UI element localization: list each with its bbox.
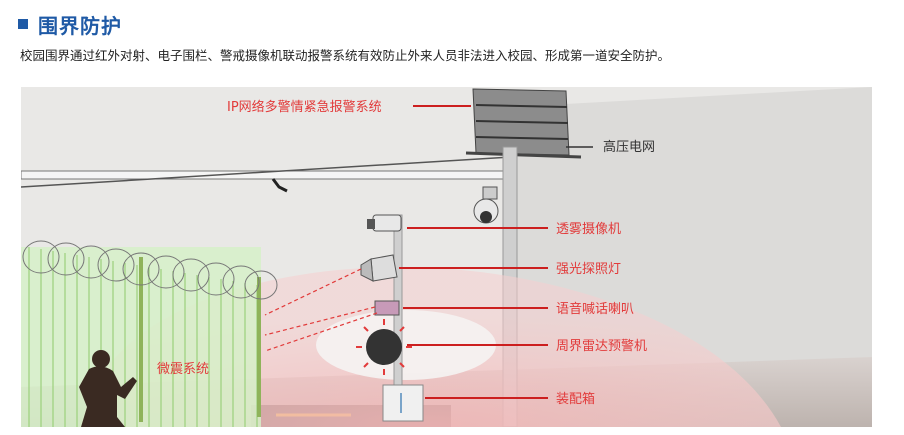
vibration-label: 微震系统 [157,362,209,377]
fog-camera-icon [367,214,402,232]
radar-unit-icon [356,319,412,375]
perimeter-diagram: IP网络多警情紧急报警系统 高压电网 透雾摄像机 强光探照灯 语音喊话喇叭 周界… [21,87,872,427]
cabinet-icon [382,384,424,422]
searchlight-label: 强光探照灯 [556,262,621,277]
perimeter-fence [21,240,278,427]
radar-disc [316,310,496,380]
fog-camera-label: 透雾摄像机 [556,222,621,237]
searchlight-icon [360,254,398,282]
cabinet-label: 装配箱 [556,391,595,407]
intruder-silhouette [79,350,137,427]
section-header: 围界防护 [18,11,122,38]
page-title: 围界防护 [38,13,122,38]
beam-lines [264,268,378,352]
high-voltage-label: 高压电网 [603,139,655,155]
page-description: 校园围界通过红外对射、电子围栏、警戒摄像机联动报警系统有效防止外来人员非法进入校… [20,48,671,63]
ip-alarm-label: IP网络多警情紧急报警系统 [227,99,382,115]
wire-hook [271,178,288,193]
speaker-label: 语音喊话喇叭 [556,301,634,317]
callout-lines [399,105,593,399]
wall-wire [21,156,512,188]
title-square-icon [18,19,28,29]
radar-label: 周界雷达预警机 [556,338,647,354]
high-voltage-grid [465,88,582,159]
speaker-icon [374,300,400,316]
dome-camera-icon [473,186,499,224]
